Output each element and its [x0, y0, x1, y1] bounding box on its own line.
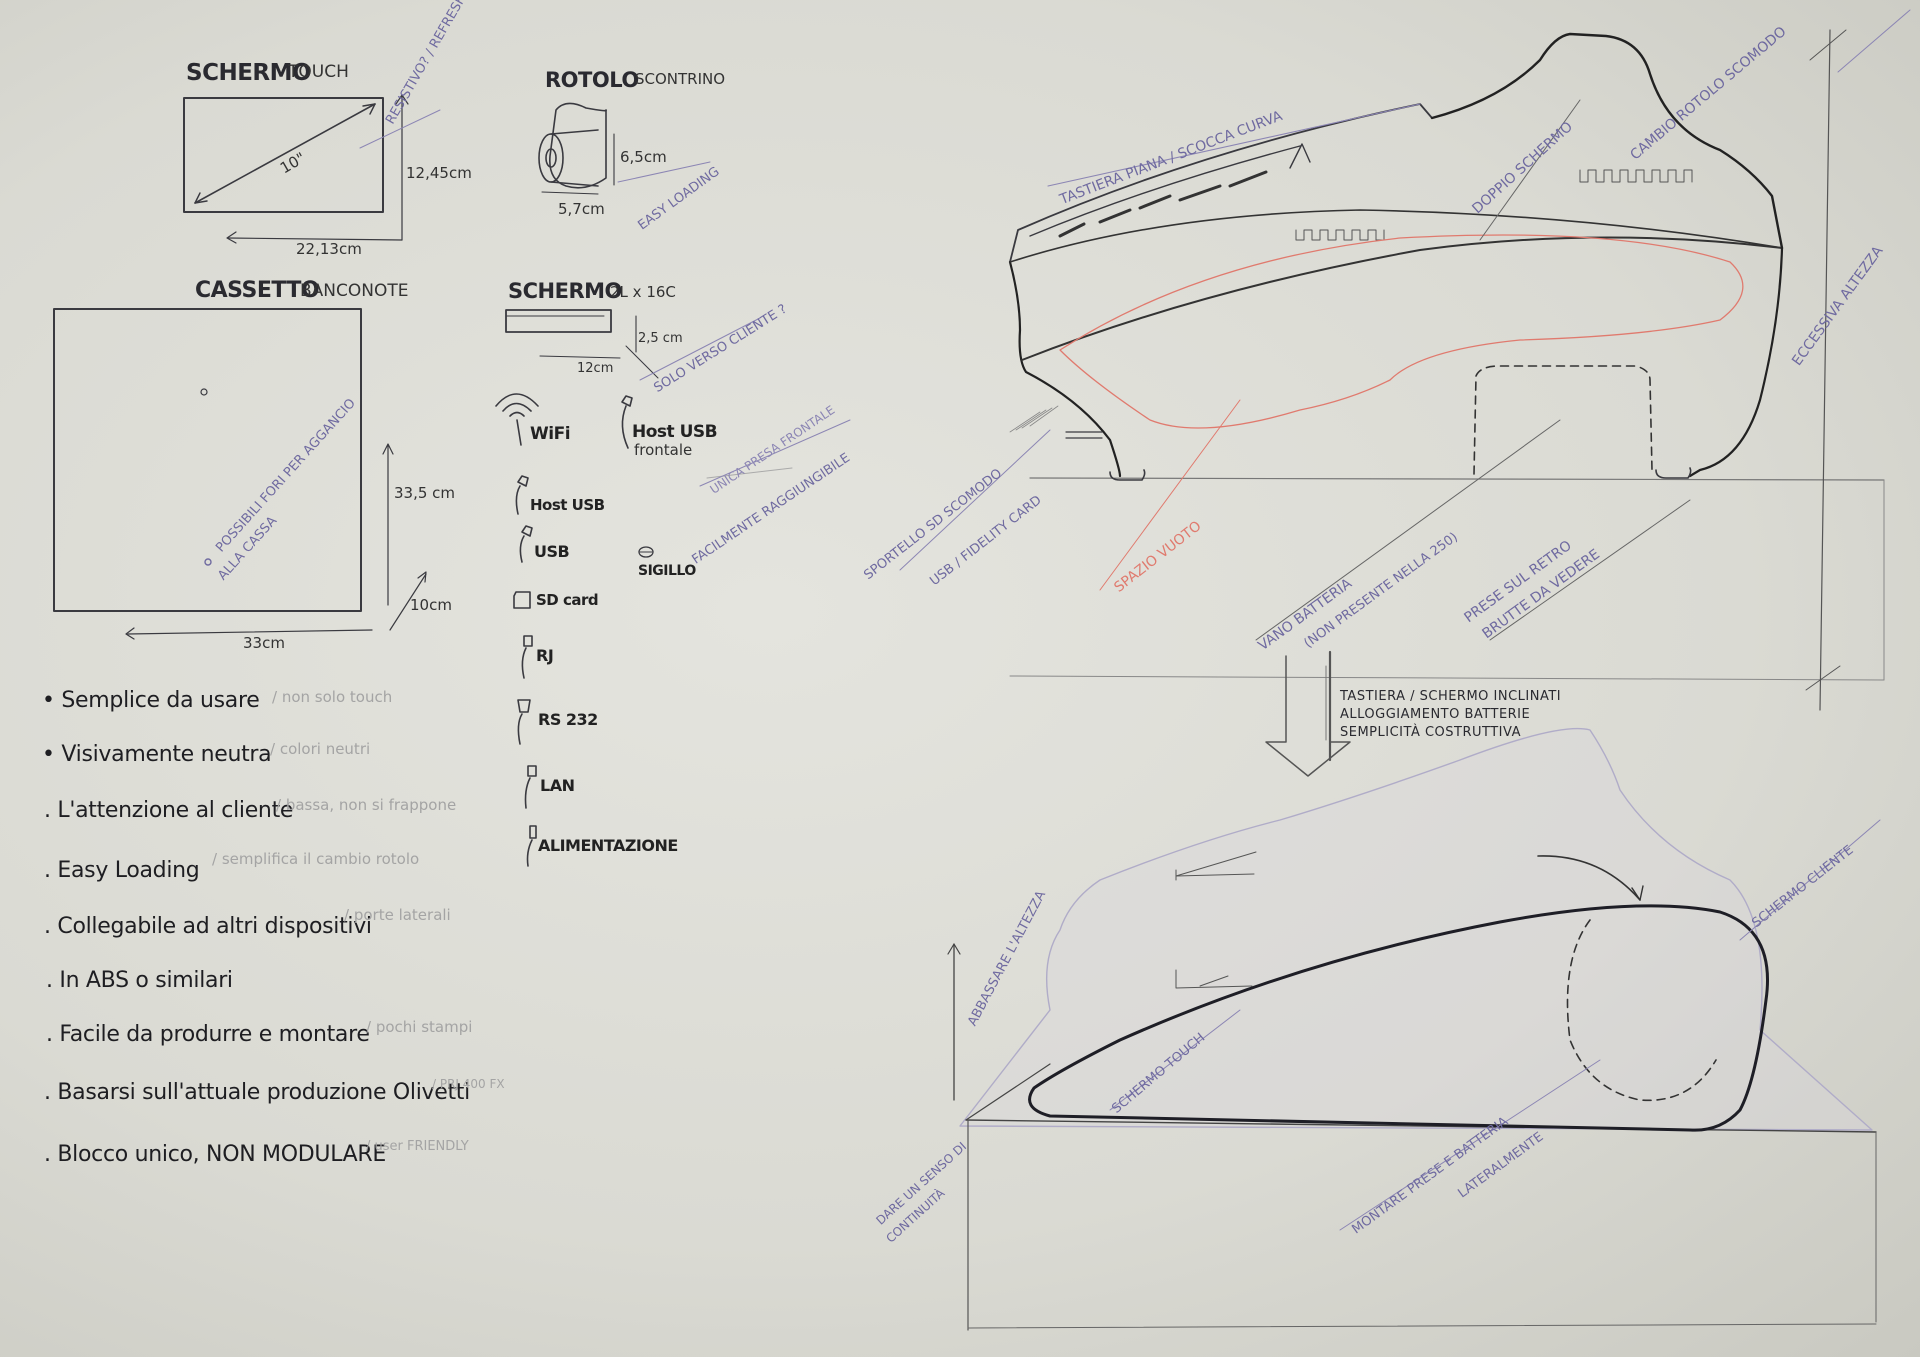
connector-icons — [495, 393, 851, 867]
roll-subtitle: SCONTRINO — [635, 70, 726, 88]
requirement-6: . In ABS o similari — [46, 968, 233, 993]
roll-title: ROTOLO — [545, 68, 639, 92]
connector-usb: USB — [534, 542, 570, 561]
paper-roll-sketch — [538, 102, 711, 195]
requirement-8: . Basarsi sull'attuale produzione Olivet… — [44, 1080, 470, 1105]
connector-power: ALIMENTAZIONE — [538, 836, 678, 855]
requirement-7: . Facile da produrre e montare — [46, 1022, 370, 1047]
drawer-height: 33,5 cm — [394, 484, 456, 502]
requirement-5-note: / porte laterali — [344, 906, 451, 924]
touch-screen-height: 12,45cm — [406, 164, 472, 182]
proposed-device-sketch — [947, 727, 1881, 1331]
roll-width: 5,7cm — [558, 200, 605, 218]
touch-screen-subtitle: TOUCH — [288, 62, 349, 82]
connector-lan: LAN — [540, 776, 575, 795]
connector-sd-card: SD card — [536, 591, 599, 609]
lcd-subtitle: 2L x 16C — [610, 283, 676, 301]
drawer-subtitle: BANCONOTE — [300, 281, 409, 301]
requirement-4: . Easy Loading — [44, 858, 200, 883]
requirement-5: . Collegabile ad altri dispositivi — [44, 914, 372, 939]
cash-drawer-sketch — [53, 308, 427, 640]
requirement-3: . L'attenzione al cliente — [44, 798, 294, 823]
requirement-7-note: / pochi stampi — [366, 1018, 473, 1036]
requirement-9: . Blocco unico, NON MODULARE — [44, 1142, 386, 1167]
drawer-title: CASSETTO — [195, 278, 320, 303]
requirement-1-note: / non solo touch — [272, 688, 393, 706]
requirement-8-note: / PRJ 400 FX — [432, 1077, 505, 1091]
touch-screen-sketch — [183, 94, 441, 244]
roll-height: 6,5cm — [620, 148, 667, 166]
lcd-title: SCHERMO — [508, 279, 622, 303]
host-usb-front-sub: frontale — [634, 441, 693, 459]
drawer-depth: 10cm — [410, 596, 452, 614]
transition-note-2: ALLOGGIAMENTO BATTERIE — [1340, 707, 1531, 722]
drawer-width: 33cm — [243, 634, 285, 652]
customer-display-sketch — [505, 309, 761, 381]
touch-screen-title: SCHERMO — [186, 60, 312, 86]
requirement-4-note: / semplifica il cambio rotolo — [212, 850, 420, 868]
connector-wifi: WiFi — [530, 424, 571, 444]
requirement-3-note: / bassa, non si frappone — [276, 796, 457, 814]
requirement-2-note: / colori neutri — [270, 740, 371, 758]
connector-host-usb: Host USB — [530, 496, 605, 514]
connector-rj: RJ — [536, 646, 554, 665]
requirement-1: • Semplice da usare — [42, 688, 260, 713]
lcd-width: 12cm — [577, 361, 614, 376]
requirement-2: • Visivamente neutra — [42, 742, 272, 767]
host-usb-front-label: Host USB — [632, 422, 718, 442]
seal-label: SIGILLO — [638, 563, 696, 579]
connector-rs232: RS 232 — [538, 710, 598, 729]
transition-note-1: TASTIERA / SCHERMO INCLINATI — [1340, 689, 1562, 704]
transition-arrow — [1265, 650, 1351, 777]
transition-note-3: SEMPLICITÀ COSTRUTTIVA — [1340, 725, 1521, 740]
touch-screen-width: 22,13cm — [296, 240, 362, 258]
lcd-height: 2,5 cm — [638, 331, 683, 346]
requirement-9-note: / user FRIENDLY — [366, 1139, 469, 1154]
current-device-sketch — [899, 9, 1911, 711]
